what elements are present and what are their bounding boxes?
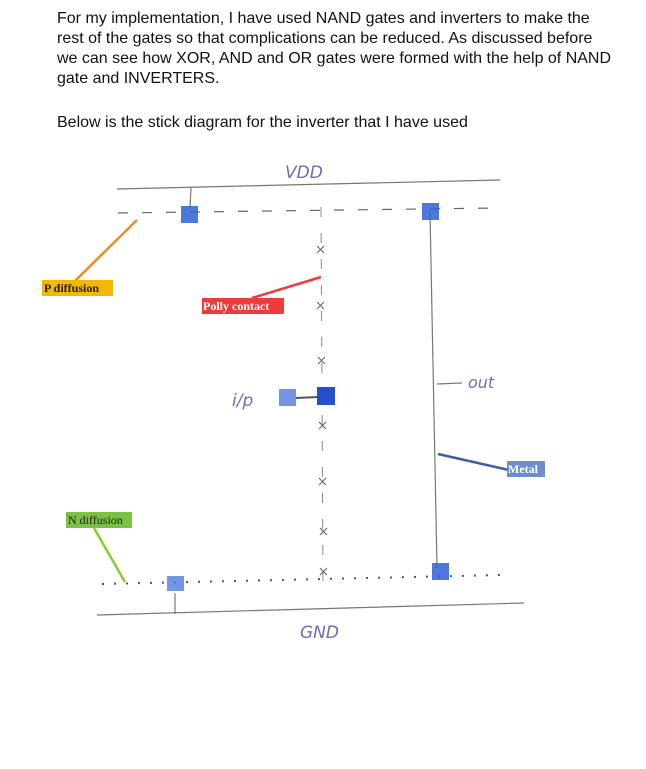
gnd-rail [96,602,525,616]
vdd-rail [116,179,501,190]
n-diffusion-pointer [92,527,127,583]
metal-label-bg [507,461,545,477]
p-diffusion-label-bg [42,280,113,296]
out-tap [436,382,463,385]
input-link [295,396,319,399]
vdd-contact [181,206,198,223]
input-label: i/p [232,391,253,411]
pmos-drain-contact [422,203,439,220]
out-label: out [468,373,495,392]
n-diffusion-label: N diffusion [68,513,123,527]
gnd-contact [167,576,184,591]
polly-contact-pointer [251,275,322,300]
metal-output-line [429,211,438,569]
polly-contact-label: Polly contact [203,299,269,313]
vdd-tap [189,186,192,209]
metal-pointer [437,452,510,472]
polly-contact-label-bg [202,298,284,314]
input-contact [279,389,296,406]
paragraph-diagram-intro: Below is the stick diagram for the inver… [57,114,468,131]
poly-contact [317,387,335,405]
n-diffusion-label-bg [66,512,132,528]
paragraph-implementation: For my implementation, I have used NAND … [57,10,612,87]
p-diffusion-label: P diffusion [44,281,99,295]
nmos-drain-contact [432,563,449,580]
vdd-label: VDD [285,163,323,183]
metal-label: Metal [508,462,539,476]
p-diffusion-pointer [74,219,138,282]
poly-crosses [316,245,328,576]
gnd-label: GND [300,623,339,643]
